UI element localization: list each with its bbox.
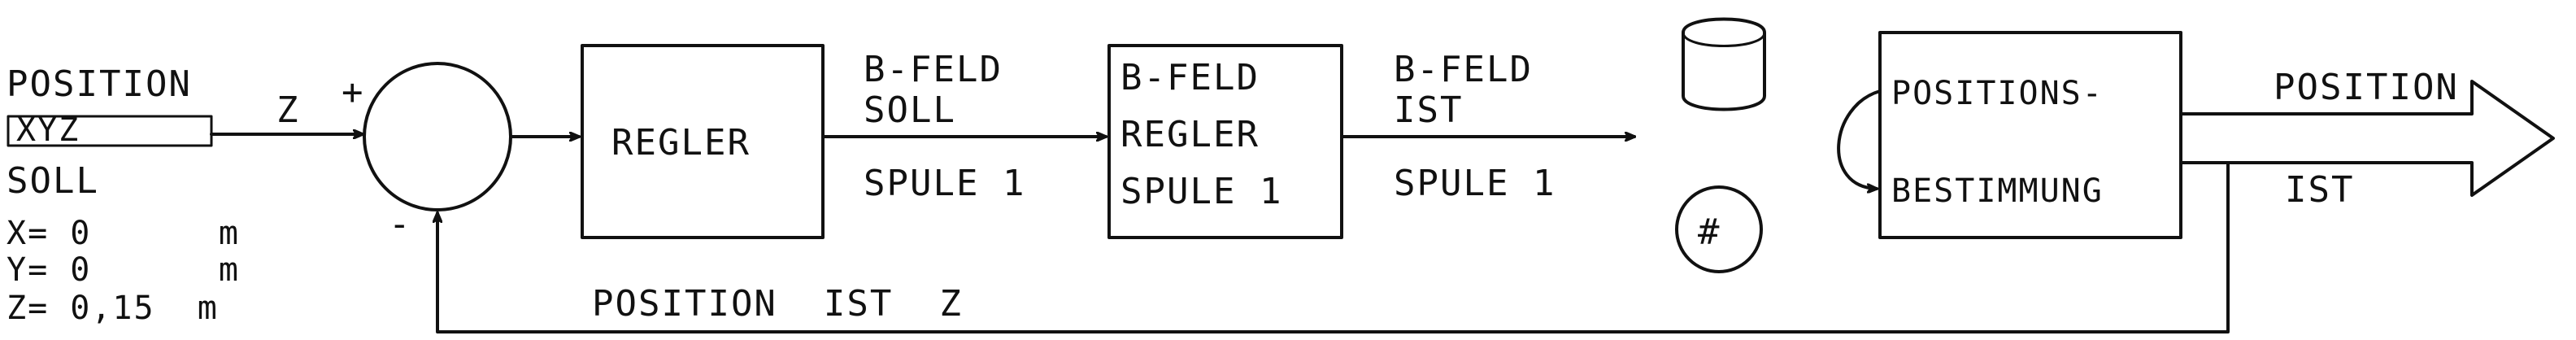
bfeld-regler-line3: SPULE 1: [1120, 171, 1282, 212]
feedback-line: [437, 161, 2230, 333]
setpoint-title: POSITION: [7, 63, 192, 105]
setpoint-z: Z= 0,15 m: [7, 290, 219, 327]
output-line1: POSITION: [2274, 67, 2459, 108]
bfeld-soll-line1: B-FELD: [864, 49, 1003, 90]
sphere-symbol: #: [1698, 211, 1721, 253]
positionsbestimmung-line1: POSITIONS-: [1891, 75, 2104, 112]
bfeld-ist-line2: IST: [1394, 89, 1463, 131]
arrow-sensing-curve: [1837, 89, 1882, 189]
z-input-label: Z: [276, 89, 300, 131]
setpoint-subtitle: SOLL: [7, 160, 99, 202]
bfeld-regler-line1: B-FELD: [1120, 57, 1260, 98]
positionsbestimmung-line2: BESTIMMUNG: [1891, 172, 2104, 210]
regler-label: REGLER: [611, 122, 751, 163]
setpoint-field-text: XYZ: [16, 111, 80, 149]
bfeld-soll-line3: SPULE 1: [864, 163, 1025, 204]
plant-group: #: [1675, 17, 1766, 273]
output-line2: IST: [2285, 169, 2354, 211]
bfeld-regler-line2: REGLER: [1120, 114, 1260, 155]
minus-sign: -: [389, 203, 412, 245]
output-arrow: [2179, 80, 2555, 197]
summing-junction: [363, 62, 512, 211]
regler-box: [581, 44, 825, 239]
bfeld-ist-line3: SPULE 1: [1394, 163, 1556, 204]
setpoint-group: POSITION XYZ SOLL X= 0 m Y= 0 m Z= 0,15 …: [7, 63, 240, 327]
setpoint-field-box: [7, 115, 213, 147]
plus-sign: +: [342, 72, 365, 113]
positionsbestimmung-box: [1878, 31, 2182, 239]
setpoint-y: Y= 0 m: [7, 251, 240, 289]
bfeld-ist-line1: B-FELD: [1394, 49, 1533, 90]
feedback-label: POSITION IST Z: [592, 283, 963, 325]
coil-cylinder-top: [1682, 31, 1766, 47]
bfeld-regler-box: [1107, 44, 1343, 239]
setpoint-x: X= 0 m: [7, 215, 240, 252]
coil-cylinder-icon: [1682, 17, 1766, 111]
levitated-sphere-icon: [1675, 185, 1763, 273]
bfeld-soll-line2: SOLL: [864, 89, 956, 131]
